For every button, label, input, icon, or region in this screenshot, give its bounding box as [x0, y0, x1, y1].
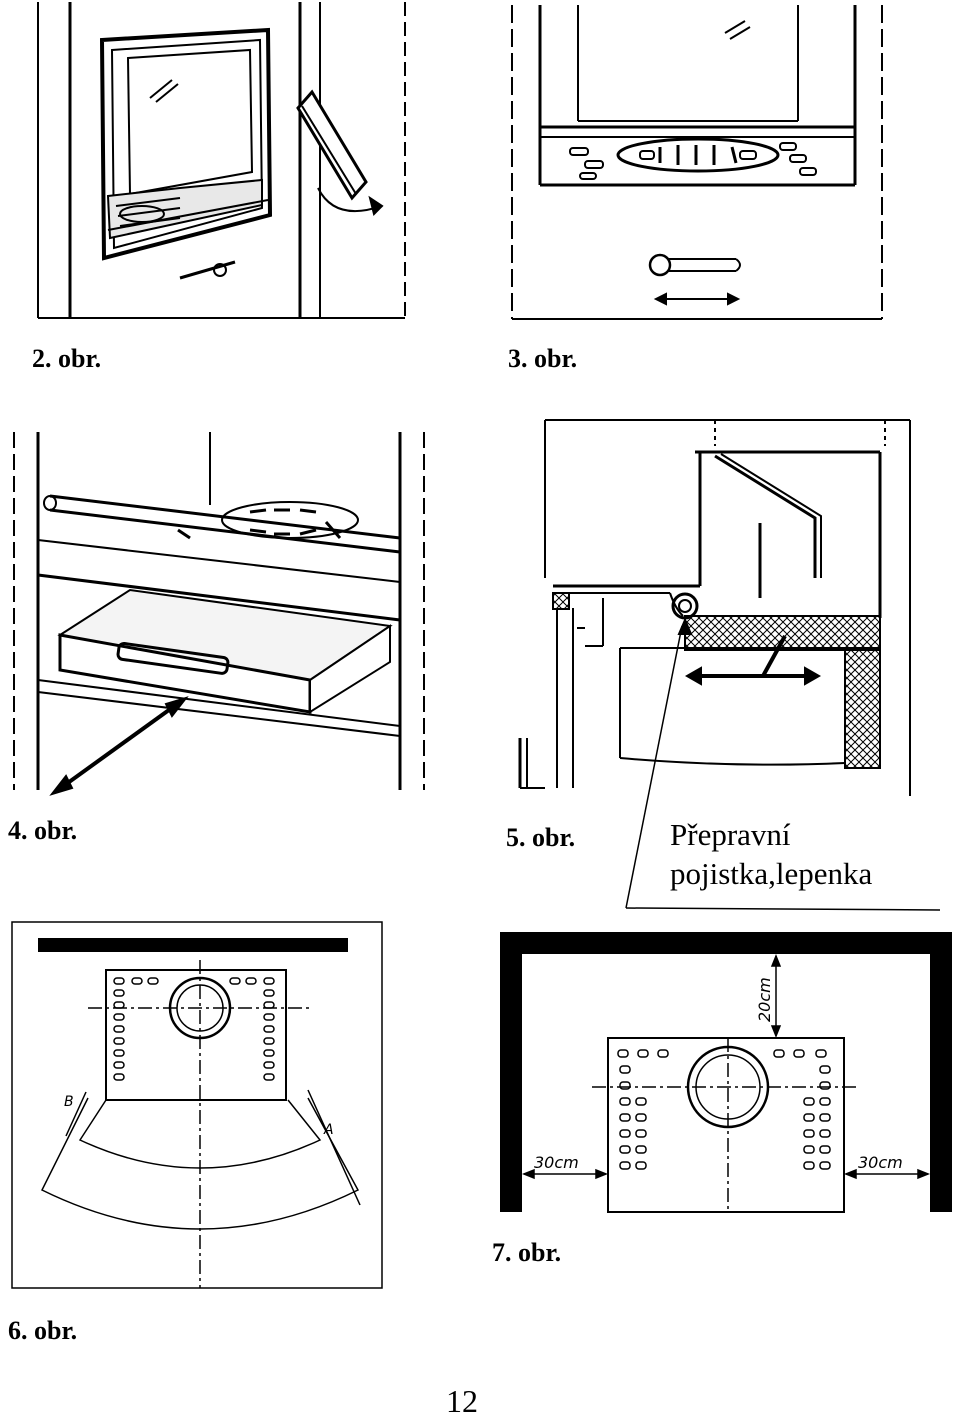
clearance-label-right: 30cm	[858, 1153, 903, 1172]
figure-4-caption: 4. obr.	[8, 816, 78, 845]
transport-lock-note-line1: Přepravní	[670, 817, 791, 852]
figure-4-drawing	[13, 432, 425, 796]
figure-5-drawing	[518, 419, 911, 796]
figure-2-drawing	[37, 2, 406, 319]
transport-lock-note-line2: pojistka,lepenka	[670, 856, 873, 891]
dimension-label-a: A	[323, 1122, 334, 1138]
figure-6-drawing: B A	[11, 921, 383, 1289]
page-number: 12	[446, 1383, 478, 1419]
figure-6-caption: 6. obr.	[8, 1316, 78, 1345]
dimension-label-b: B	[64, 1094, 74, 1110]
figure-7-caption: 7. obr.	[492, 1238, 562, 1267]
clearance-label-left: 30cm	[534, 1153, 579, 1172]
figure-7-drawing: 20cm 30cm 30cm	[500, 932, 952, 1213]
figure-3-drawing	[511, 5, 883, 320]
figure-3-caption: 3. obr.	[508, 344, 578, 373]
figure-5-caption: 5. obr.	[506, 823, 576, 852]
clearance-label-top: 20cm	[755, 977, 774, 1022]
figure-2-caption: 2. obr.	[32, 344, 102, 373]
figure-5-leader-line	[625, 625, 941, 911]
